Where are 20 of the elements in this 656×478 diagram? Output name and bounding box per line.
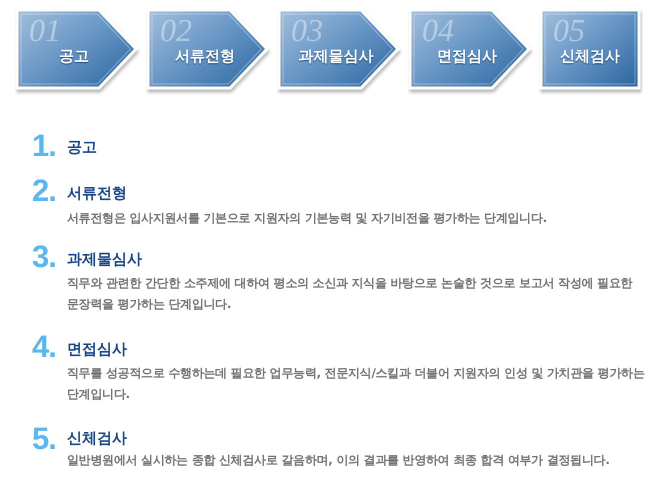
step-label: 서류전형 — [175, 47, 235, 66]
list-number: 2. — [32, 176, 56, 206]
step-number: 05 — [553, 14, 585, 46]
section-heading: 신체검사 — [67, 428, 127, 448]
list-number: 1. — [32, 131, 56, 161]
list-number: 4. — [32, 332, 56, 362]
description-text: 직무와 관련한 간단한 소주제에 대하여 평소의 소신과 지식을 바탕으로 논술한 것으로 보고서 작성에 필요한 문장력을 평가하는 단계입니다. — [67, 275, 634, 313]
description-text: 일반병원에서 실시하는 종합 신체검사로 갈음하며, 이의 결과를 반영하여 최종 합격 여부가 결정됩니다. — [67, 452, 611, 469]
section-heading: 서류전형 — [67, 183, 127, 203]
list-number: 3. — [32, 242, 56, 272]
step-label: 공고 — [59, 47, 89, 66]
step-label: 과제물심사 — [298, 47, 374, 66]
description-text: 직무를 성공적으로 수행하는데 필요한 업무능력, 전문지식/스킬과 더불어 지원자의 인성 및 가치관을 평가하는 단계입니다. — [67, 365, 646, 403]
description-text: 서류전형은 입사지원서를 기본으로 지원자의 기본능력 및 자기비전을 평가하는 단계입니다. — [67, 210, 548, 227]
step-label: 신체검사 — [560, 47, 620, 66]
section-heading: 면접심사 — [67, 339, 127, 359]
list-number: 5. — [32, 424, 56, 454]
step-label: 면접심사 — [437, 47, 497, 66]
section-heading: 공고 — [67, 137, 97, 157]
section-heading: 과제물심사 — [67, 249, 142, 269]
